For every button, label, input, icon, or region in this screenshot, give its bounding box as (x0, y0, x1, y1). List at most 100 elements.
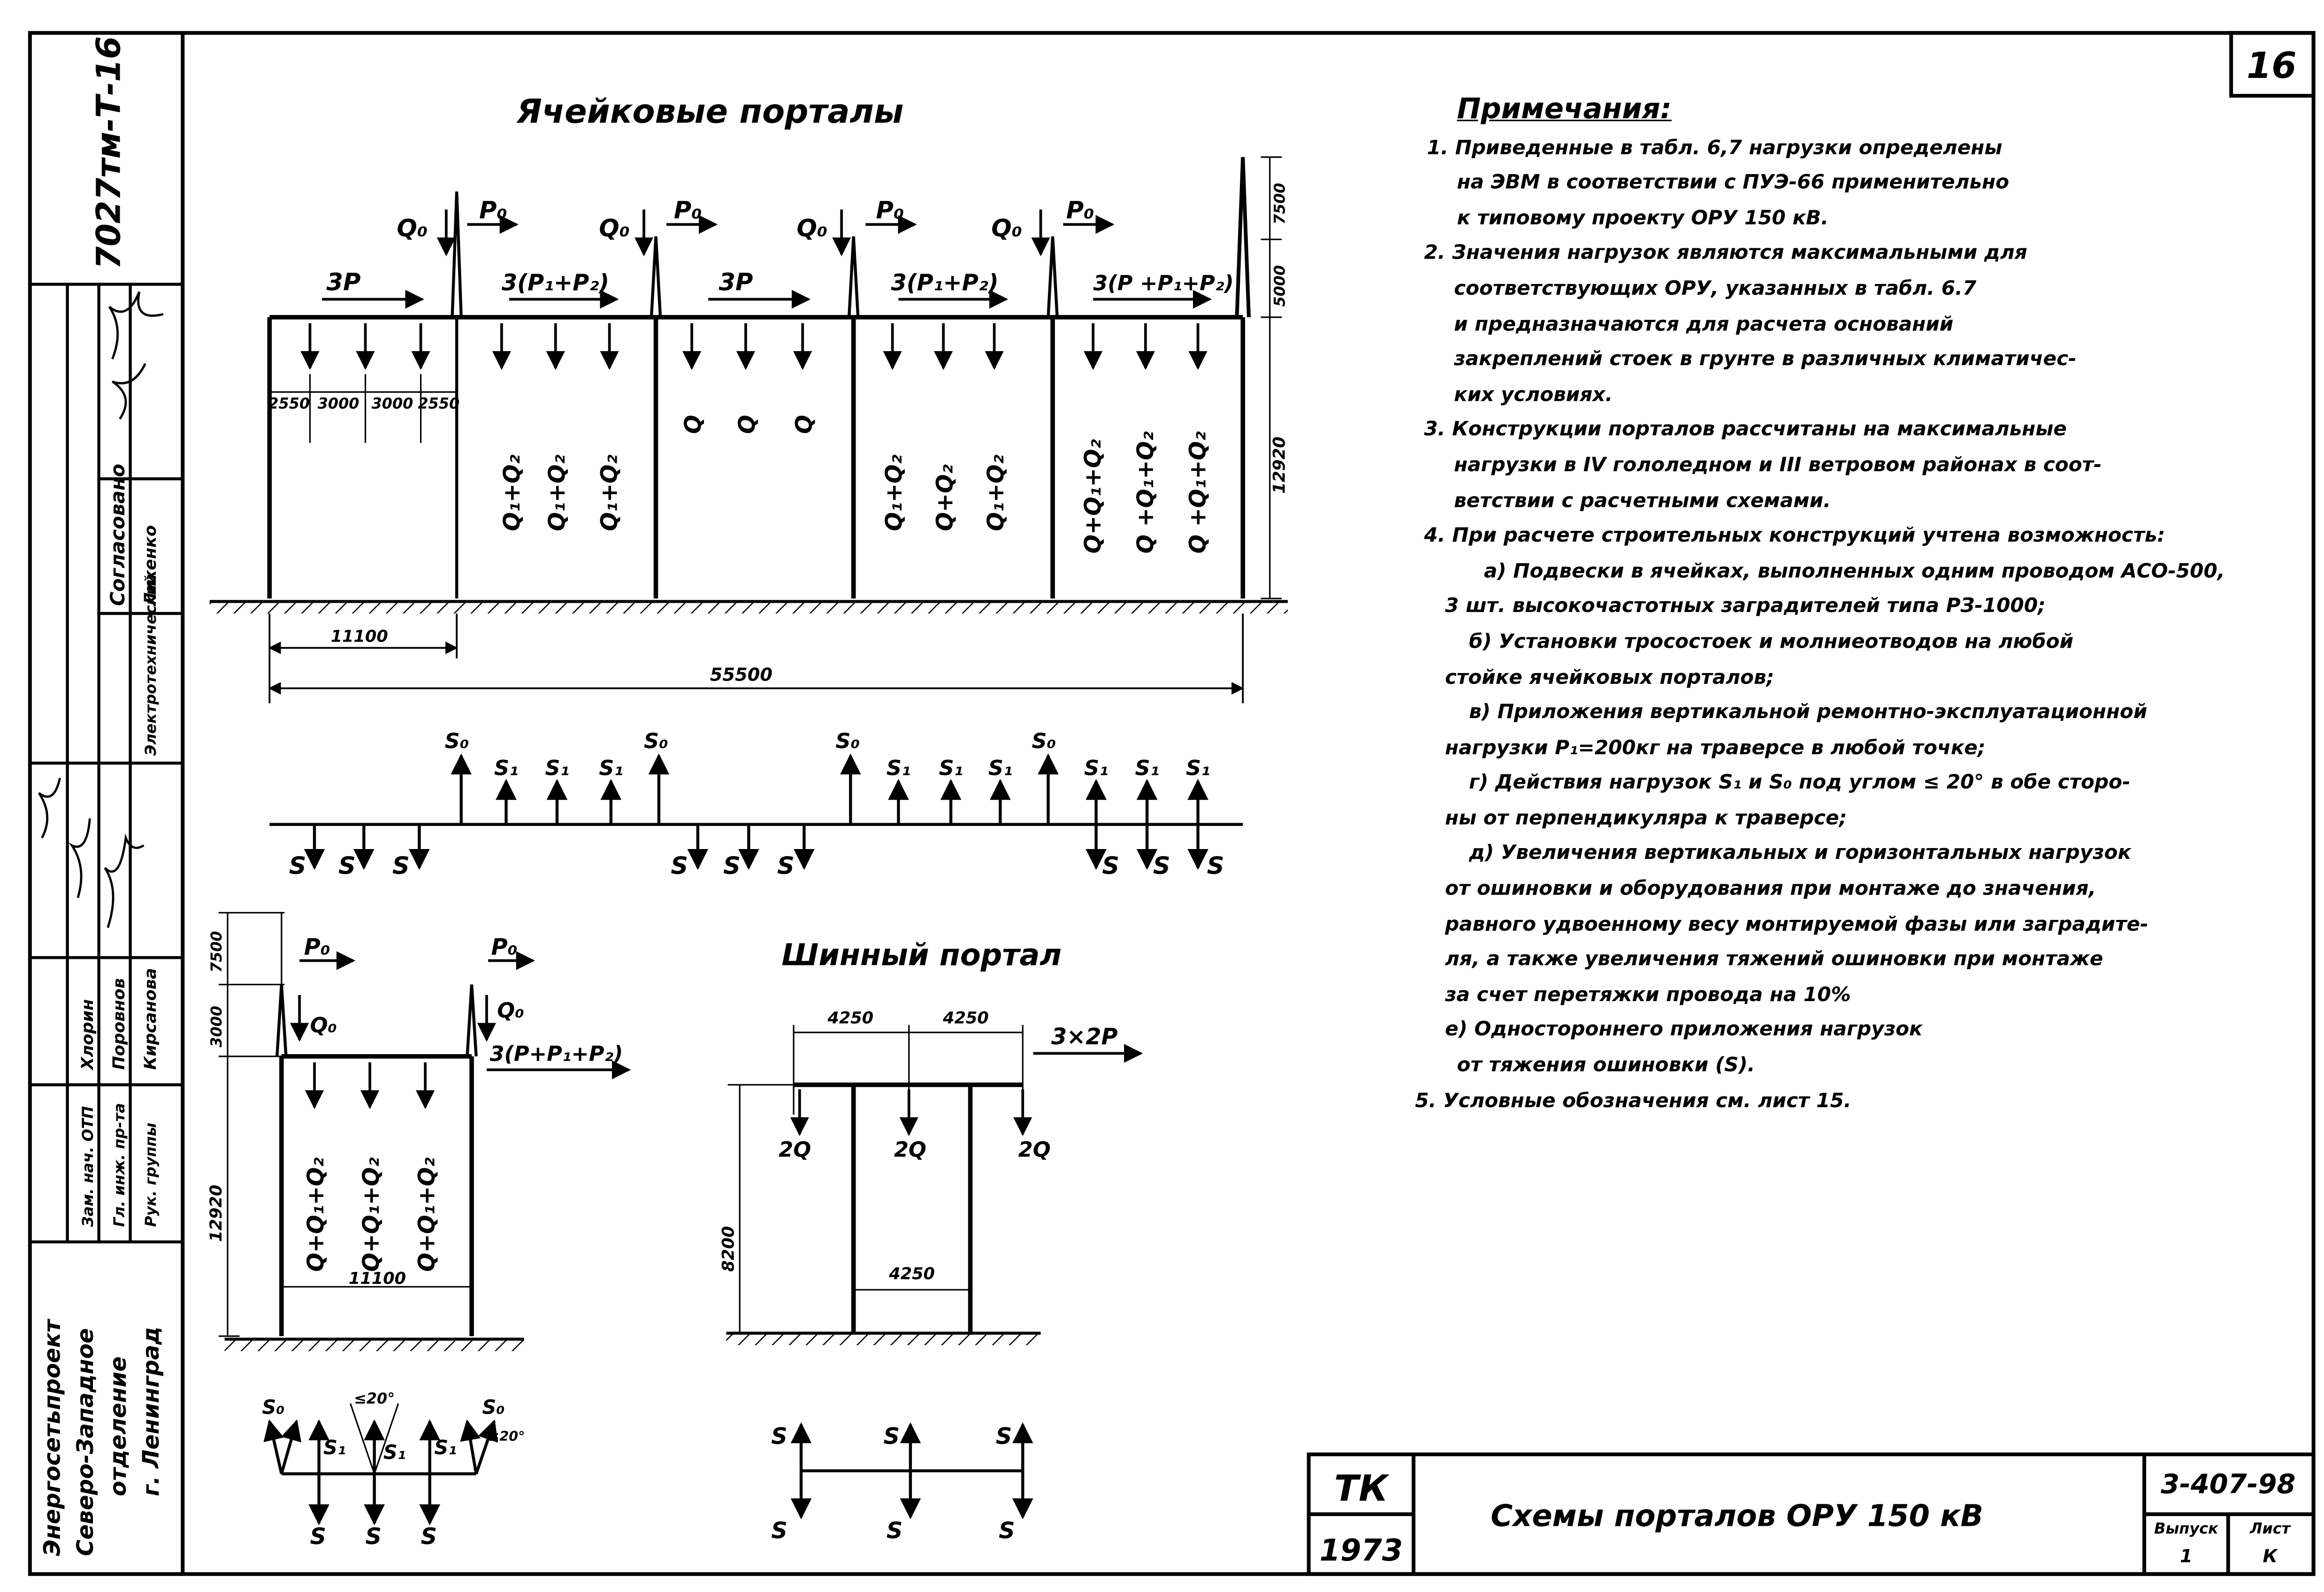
small-portal-loads (290, 951, 631, 1110)
vert-load-4: Q (680, 415, 706, 434)
vert-load-11: Q +Q₁+Q₂ (1133, 431, 1159, 554)
cell-portal-title: Ячейковые порталы (516, 92, 904, 130)
bus-portal-frame (727, 1025, 1024, 1332)
bus-load-p: 3×2P (1051, 1024, 1118, 1050)
p0-label: P₀ (876, 197, 904, 224)
horiz-load-5: 3(P +P₁+P₂) (1093, 271, 1234, 295)
p0-label: P₀ (479, 197, 507, 224)
horiz-load-1: 3P (327, 268, 361, 296)
bus-load-q: 2Q (894, 1137, 926, 1162)
vert-load-12: Q +Q₁+Q₂ (1185, 431, 1211, 554)
small-dim-width: 11100 (349, 1269, 406, 1288)
sheet-value: К (2263, 1546, 2278, 1567)
cell-height-dims (1261, 156, 1282, 599)
note-line: в) Приложения вертикальной ремонтно-эксп… (1469, 702, 2148, 725)
bus-s: S (884, 1424, 900, 1449)
note-line: 4. При расчете строительных конструкций … (1424, 525, 2165, 548)
s-label: S (777, 852, 795, 880)
small-s-scheme (263, 1403, 498, 1525)
q0-label: Q₀ (991, 215, 1022, 243)
small-s1: S₁ (323, 1437, 346, 1459)
tk-label: ТК (1334, 1468, 1390, 1510)
bus-load-q: 2Q (1018, 1137, 1051, 1162)
bus-load-q: 2Q (779, 1137, 811, 1162)
note-line: 3. Конструкции порталов рассчитаны на ма… (1424, 419, 2067, 442)
note-line: д) Увеличения вертикальных и горизонталь… (1469, 843, 2132, 866)
note-line: закреплений стоек в грунте в различных к… (1454, 349, 2077, 372)
approval-name: Лихенко (141, 525, 160, 606)
note-line: 5. Условные обозначения см. лист 15. (1415, 1090, 1851, 1113)
note-line: 1. Приведенные в табл. 6,7 нагрузки опре… (1427, 137, 2003, 160)
approval-dept: Электротехнический (142, 574, 160, 756)
bus-s: S (771, 1518, 787, 1544)
cell-bottom-dims (268, 613, 1244, 704)
note-line: а) Подвески в ячейках, выполненных одним… (1483, 560, 2225, 583)
p0-label: P₀ (1066, 197, 1094, 224)
s1-label: S₁ (494, 756, 519, 780)
notes-heading: Примечания: (1457, 92, 1672, 126)
role-1: Зам. нач. ОТП (79, 1106, 97, 1227)
note-line: е) Одностороннего приложения нагрузок (1445, 1019, 1923, 1042)
q0-label: Q₀ (599, 215, 630, 243)
spacing-3: 3000 (372, 394, 413, 412)
s1-label: S₁ (1135, 756, 1160, 780)
s-scheme (269, 753, 1243, 870)
bus-dim-2: 4250 (942, 1009, 989, 1028)
bus-s: S (996, 1424, 1012, 1449)
vert-load-3: Q₁+Q₂ (597, 454, 623, 531)
small-s1: S₁ (434, 1437, 457, 1459)
small-dim-height: 12920 (206, 1185, 226, 1242)
horiz-load-2: 3(P₁+P₂) (502, 270, 609, 296)
role-2: Гл. инж. пр-та (110, 1103, 128, 1227)
s1-label: S₁ (545, 756, 569, 780)
small-p0: P₀ (304, 934, 330, 960)
s-label: S (723, 852, 741, 880)
q0-label: Q₀ (397, 215, 428, 243)
small-portal-frame (275, 984, 478, 1336)
s-label: S (392, 852, 410, 880)
small-s0: S₀ (262, 1396, 284, 1419)
cell-vert-arrows (300, 323, 1208, 370)
s-label: S (1102, 852, 1119, 880)
note-line: за счет перетяжки провода на 10% (1445, 984, 1851, 1007)
dim-height: 12920 (1270, 436, 1289, 494)
s-label: S (289, 852, 306, 880)
small-s: S (421, 1524, 437, 1550)
sheet-frame (28, 31, 2316, 1576)
note-line: 2. Значения нагрузок являются максимальн… (1424, 243, 2027, 266)
vert-load-10: Q+Q₁+Q₂ (1080, 439, 1106, 554)
side-strip (30, 283, 183, 1244)
cell-top-loads (436, 209, 1115, 256)
vert-load-6: Q (791, 415, 817, 434)
small-vert-2: Q+Q₁+Q₂ (359, 1157, 384, 1272)
small-dim-top2: 3000 (207, 1006, 225, 1048)
s1-label: S₁ (599, 756, 623, 780)
approval-label: Согласовано (107, 464, 129, 606)
bus-portal-loads (790, 1044, 1143, 1136)
note-line: ля, а также увеличения тяжений ошиновки … (1445, 949, 2103, 972)
vert-load-7: Q₁+Q₂ (881, 454, 907, 531)
notes-block: Примечания: 1. Приведенные в табл. 6,7 н… (1415, 93, 2313, 1120)
dim-bay: 11100 (331, 627, 388, 646)
s1-label: S₁ (1186, 756, 1210, 780)
note-line: г) Действия нагрузок S₁ и S₀ под углом ≤… (1469, 772, 2131, 795)
project-code: 3-407-98 (2161, 1469, 2295, 1500)
small-q0: Q₀ (310, 1013, 337, 1038)
dim-total: 55500 (710, 665, 772, 686)
note-line: ких условиях. (1454, 384, 1613, 407)
bus-s: S (999, 1518, 1015, 1544)
s-label: S (1153, 852, 1170, 880)
note-line: от ошиновки и оборудования при монтаже д… (1445, 878, 2096, 901)
signatures (38, 291, 164, 928)
small-vert-1: Q+Q₁+Q₂ (303, 1157, 329, 1272)
note-line: соответствующих ОРУ, указанных в табл. 6… (1454, 278, 1977, 301)
note-line: б) Установки тросостоек и молниеотводов … (1469, 631, 2074, 654)
vert-load-1: Q₁+Q₂ (499, 454, 525, 531)
note-line: нагрузки в IV гололедном и III ветровом … (1454, 454, 2102, 477)
spacing-4: 2550 (418, 394, 459, 412)
year-label: 1973 (1320, 1533, 1403, 1568)
spacing-2: 3000 (318, 394, 359, 412)
horiz-load-4: 3(P₁+P₂) (891, 270, 998, 296)
cell-portal-frame (267, 157, 1251, 599)
vert-load-8: Q+Q₂ (932, 464, 958, 531)
